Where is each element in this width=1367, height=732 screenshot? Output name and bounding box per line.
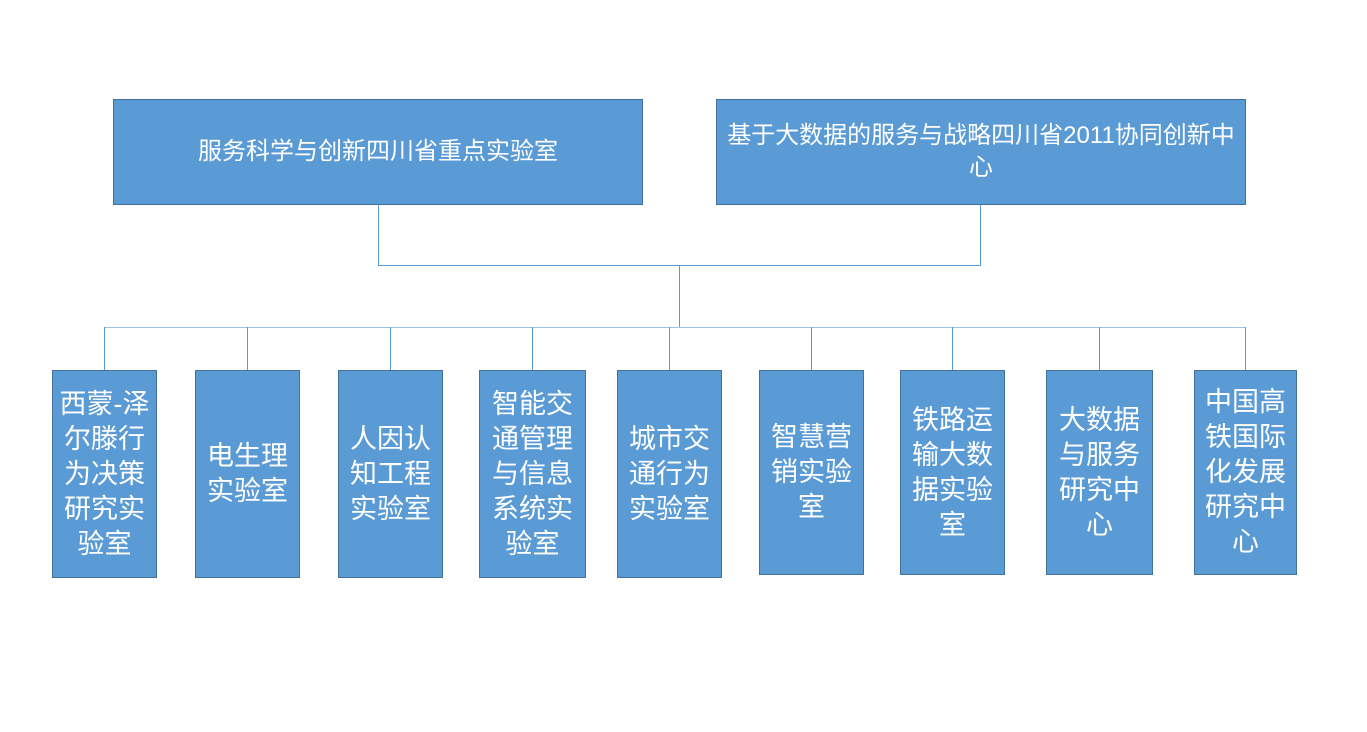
leaf-node-electrophysiology-lab[interactable]: 电生理实验室 bbox=[195, 370, 300, 578]
connector-drop-leaf-1 bbox=[104, 327, 105, 370]
connector-drop-leaf-5 bbox=[669, 327, 670, 370]
connector-drop-leaf-4 bbox=[532, 327, 533, 370]
leaf-node-simon-selten-lab-label: 西蒙-泽尔滕行为决策研究实验室 bbox=[59, 388, 150, 559]
leaf-node-bigdata-service-center-label: 大数据与服务研究中心 bbox=[1059, 404, 1140, 540]
leaf-node-its-management-lab-label: 智能交通管理与信息系统实验室 bbox=[492, 388, 573, 559]
connector-drop-leaf-7 bbox=[952, 327, 953, 370]
connector-center-stem bbox=[679, 265, 680, 328]
leaf-node-railway-bigdata-lab[interactable]: 铁路运输大数据实验室 bbox=[900, 370, 1005, 575]
connector-drop-leaf-2 bbox=[247, 327, 248, 370]
leaf-node-urban-traffic-behavior-lab-label: 城市交通行为实验室 bbox=[629, 423, 710, 524]
leaf-node-smart-marketing-lab[interactable]: 智慧营销实验室 bbox=[759, 370, 864, 575]
top-node-collab-center[interactable]: 基于大数据的服务与战略四川省2011协同创新中心 bbox=[716, 99, 1246, 205]
connector-drop-leaf-9 bbox=[1245, 327, 1246, 370]
connector-distribution-bar bbox=[104, 327, 1246, 328]
leaf-node-simon-selten-lab[interactable]: 西蒙-泽尔滕行为决策研究实验室 bbox=[52, 370, 157, 578]
connector-drop-key-lab bbox=[378, 205, 379, 266]
top-node-collab-center-label: 基于大数据的服务与战略四川省2011协同创新中心 bbox=[727, 121, 1235, 181]
leaf-node-hsr-internationalization-center[interactable]: 中国高铁国际化发展研究中心 bbox=[1194, 370, 1297, 575]
leaf-node-its-management-lab[interactable]: 智能交通管理与信息系统实验室 bbox=[479, 370, 586, 578]
connector-drop-leaf-6 bbox=[811, 327, 812, 370]
leaf-node-bigdata-service-center[interactable]: 大数据与服务研究中心 bbox=[1046, 370, 1153, 575]
leaf-node-hsr-internationalization-center-label: 中国高铁国际化发展研究中心 bbox=[1205, 387, 1286, 557]
leaf-node-railway-bigdata-lab-label: 铁路运输大数据实验室 bbox=[912, 404, 993, 540]
connector-drop-leaf-8 bbox=[1099, 327, 1100, 370]
leaf-node-human-factors-lab[interactable]: 人因认知工程实验室 bbox=[338, 370, 443, 578]
leaf-node-electrophysiology-lab-label: 电生理实验室 bbox=[207, 441, 288, 506]
top-node-key-lab-label: 服务科学与创新四川省重点实验室 bbox=[198, 137, 558, 165]
leaf-node-urban-traffic-behavior-lab[interactable]: 城市交通行为实验室 bbox=[617, 370, 722, 578]
top-node-key-lab[interactable]: 服务科学与创新四川省重点实验室 bbox=[113, 99, 643, 205]
connector-drop-leaf-3 bbox=[390, 327, 391, 370]
leaf-node-human-factors-lab-label: 人因认知工程实验室 bbox=[350, 423, 431, 524]
leaf-node-smart-marketing-lab-label: 智慧营销实验室 bbox=[771, 422, 852, 522]
connector-drop-collab-center bbox=[980, 205, 981, 266]
